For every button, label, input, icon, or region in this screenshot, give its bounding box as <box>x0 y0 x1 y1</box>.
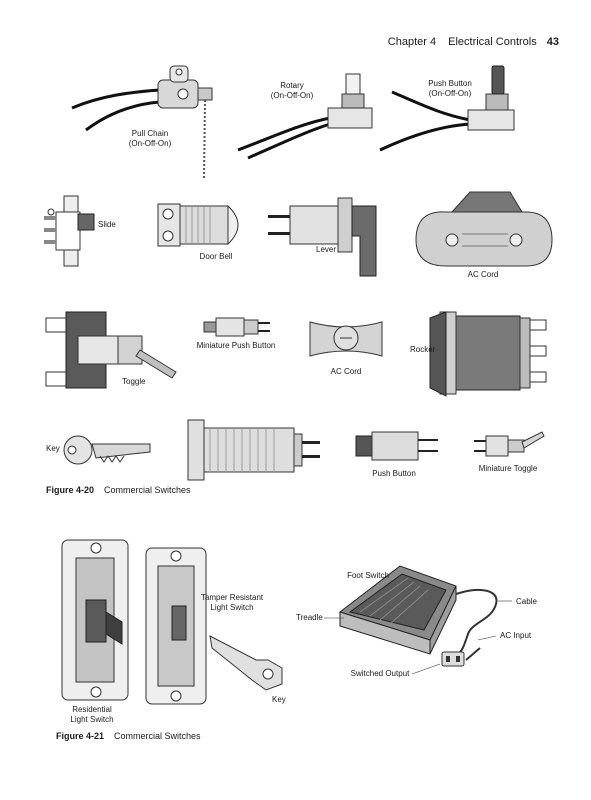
ac-cord-top-label: AC Cord <box>468 270 499 279</box>
cable-label: Cable <box>516 597 537 606</box>
pull-chain-label: Pull Chain <box>132 129 168 138</box>
miniature-push-button-illustration <box>203 317 270 337</box>
tamper-label: Tamper Resistant <box>201 593 264 602</box>
key-label: Key <box>46 444 60 453</box>
tamper-resistant-switch-illustration <box>145 547 207 705</box>
door-bell-label: Door Bell <box>200 252 233 261</box>
miniature-toggle-illustration <box>474 431 545 457</box>
figure-4-21-caption: Figure 4-21 Commercial Switches <box>56 731 201 741</box>
key-illustration <box>63 435 151 465</box>
figure-4-20-title: Commercial Switches <box>104 485 191 495</box>
figure-4-20-caption: Figure 4-20 Commercial Switches <box>46 485 191 495</box>
door-bell-switch-illustration <box>157 203 239 247</box>
foot-switch-illustration <box>338 565 498 667</box>
ac-cord-mid-label: AC Cord <box>331 367 362 376</box>
lever-label: Lever <box>316 245 336 254</box>
switched-output-label: Switched Output <box>351 669 410 678</box>
lever-switch-illustration <box>268 197 377 277</box>
toggle-label: Toggle <box>122 377 146 386</box>
push-button-sublabel: (On-Off-On) <box>429 89 472 98</box>
chapter-title: Electrical Controls <box>448 36 537 48</box>
ac-input-label: AC Input <box>500 631 532 640</box>
threaded-switch-illustration <box>187 419 320 481</box>
push-button-switch-illustration <box>379 65 515 152</box>
rotary-sublabel: (On-Off-On) <box>271 91 314 100</box>
rotary-switch-illustration <box>237 73 373 160</box>
running-header: Chapter 4 Electrical Controls 43 <box>388 36 559 48</box>
push-button-label: Push Button <box>428 79 472 88</box>
figure-4-20-number: Figure 4-20 <box>46 485 95 495</box>
pull-chain-sublabel: (On-Off-On) <box>129 139 172 148</box>
push-button-low-illustration <box>355 431 438 461</box>
tamper-key-illustration <box>209 635 283 691</box>
foot-switch-label: Foot Switch <box>347 571 389 580</box>
slide-switch-illustration <box>44 195 95 267</box>
rotary-label: Rotary <box>280 81 304 90</box>
residential-label: Residential <box>72 705 112 714</box>
rocker-switch-illustration <box>429 311 547 397</box>
toggle-switch-illustration <box>45 311 177 389</box>
chapter-label: Chapter 4 <box>387 36 437 48</box>
rocker-label: Rocker <box>410 345 436 354</box>
tamper-key-label: Key <box>272 695 286 704</box>
tamper-sublabel: Light Switch <box>210 603 253 612</box>
figure-4-21-number: Figure 4-21 <box>56 731 105 741</box>
slide-label: Slide <box>98 220 116 229</box>
ac-cord-switch-mid-illustration <box>309 321 383 357</box>
miniature-toggle-label: Miniature Toggle <box>479 464 538 473</box>
miniature-push-button-label: Miniature Push Button <box>197 341 276 350</box>
page-number: 43 <box>546 36 559 48</box>
treadle-label: Treadle <box>296 613 323 622</box>
push-button-low-label: Push Button <box>372 469 416 478</box>
residential-light-switch-illustration <box>61 539 129 701</box>
figure-4-21-title: Commercial Switches <box>114 731 201 741</box>
pull-chain-switch-illustration <box>71 65 213 179</box>
residential-sublabel: Light Switch <box>70 715 113 724</box>
ac-cord-switch-top-illustration <box>415 191 553 267</box>
